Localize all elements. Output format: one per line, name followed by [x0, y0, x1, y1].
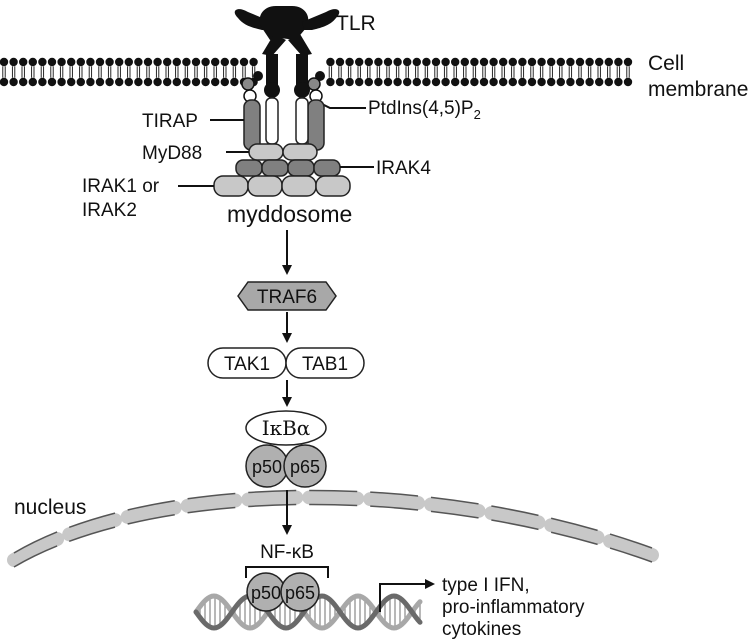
- nucleus-label: nucleus: [14, 496, 86, 519]
- output-label-line2: pro-inflammatory: [442, 597, 585, 618]
- ptdins-label: PtdIns(4,5)P2: [368, 98, 481, 122]
- irak1-label-line1: IRAK1 or: [82, 176, 160, 197]
- myd88-left: [248, 143, 284, 161]
- cell-membrane-label-line1: Cell: [648, 52, 684, 75]
- ptdins-lipids: [241, 71, 325, 103]
- output-label-line1: type I IFN,: [442, 575, 530, 596]
- p65-on-dna: [280, 572, 320, 612]
- nfkb-bracket: [245, 566, 329, 578]
- tlr-label: TLR: [336, 12, 376, 35]
- tirap-right: [307, 99, 325, 151]
- traf6-label: TRAF6: [257, 287, 317, 308]
- tab1-label: TAB1: [302, 354, 348, 375]
- p65-cytoplasm: [283, 444, 327, 488]
- myd88-right: [282, 143, 318, 161]
- nuclear-envelope-outline-bottom: [13, 503, 653, 568]
- irak1-irak2-layer: [213, 175, 351, 197]
- tlr-tir-stalk-left: [265, 97, 279, 145]
- tirap-left: [243, 99, 261, 151]
- irak1-label-line2: IRAK2: [82, 200, 137, 221]
- tlr-receptor: [234, 6, 340, 98]
- tirap-label: TIRAP: [142, 111, 198, 132]
- output-label-line3: cytokines: [442, 619, 521, 640]
- tak1-label: TAK1: [224, 354, 270, 375]
- tlr-tir-stalk-right: [295, 97, 309, 145]
- irak4-label: IRAK4: [376, 158, 431, 179]
- p50-label: p50: [252, 457, 282, 477]
- myddosome-label: myddosome: [227, 201, 352, 227]
- transcription-arrow: [379, 579, 435, 612]
- myd88-label: MyD88: [142, 143, 202, 164]
- ikba-label: IκBα: [262, 416, 311, 440]
- tab1-box: [285, 347, 365, 379]
- nuclear-envelope-fill: [7, 490, 659, 567]
- nuclear-envelope-outline: [13, 489, 653, 554]
- nfkb-label: NF-κB: [260, 542, 314, 563]
- p65-label: p65: [290, 457, 320, 477]
- cell-membrane-label-line2: membrane: [648, 78, 748, 101]
- traf6-box: [237, 281, 337, 311]
- irak4-layer: [235, 159, 341, 177]
- p65-dna-label: p65: [285, 583, 315, 603]
- p50-dna-label: p50: [251, 583, 281, 603]
- ikba-ellipse: [245, 410, 327, 446]
- ptdins-leader-line: [317, 101, 366, 109]
